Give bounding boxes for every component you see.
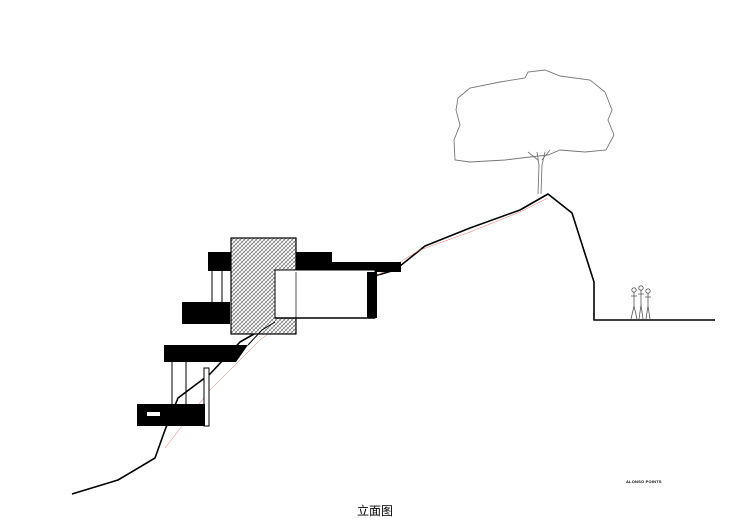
tree xyxy=(453,69,615,195)
drawing-caption: 立面图 xyxy=(356,504,393,518)
roof-slab xyxy=(296,252,332,263)
lower-wall xyxy=(203,367,210,427)
firm-label: ALONSO POINTS xyxy=(626,479,662,484)
lower-slab xyxy=(164,345,248,362)
upper-slab-left xyxy=(208,252,232,271)
bottom-window xyxy=(147,412,160,416)
middle-slab xyxy=(182,302,230,324)
terrain-line xyxy=(71,193,715,495)
cantilever-slab xyxy=(275,262,401,272)
tree-trunk xyxy=(527,149,551,195)
end-wall xyxy=(367,272,377,318)
house-elevation xyxy=(137,237,401,427)
bottom-volume xyxy=(137,404,205,426)
glazed-volume xyxy=(274,269,376,319)
tree-canopy xyxy=(453,69,615,163)
people-group xyxy=(630,285,651,320)
